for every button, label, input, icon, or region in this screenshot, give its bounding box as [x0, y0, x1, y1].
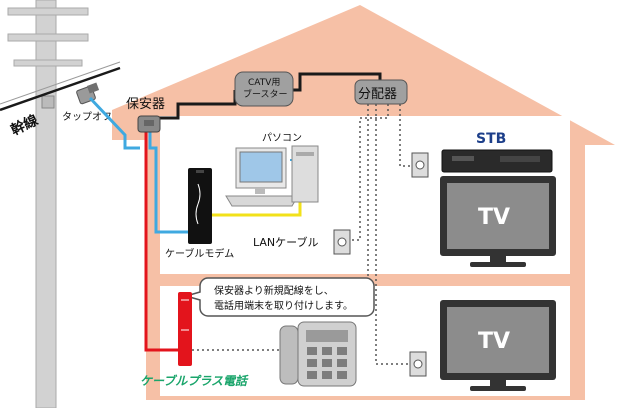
coax-booster-to-splitter	[292, 72, 382, 92]
phone-adapter	[178, 292, 192, 366]
cable-modem	[188, 168, 212, 244]
tv-upper	[440, 176, 556, 267]
callout-line1: 保安器より新規配線をし、	[214, 284, 334, 297]
pc	[225, 145, 319, 207]
pc-label: パソコン	[262, 132, 302, 144]
lan-cable-label: LANケーブル	[253, 235, 318, 249]
tv-lower	[440, 300, 556, 391]
cable-modem-label: ケーブルモデム	[165, 247, 234, 260]
splitter-device	[354, 79, 408, 105]
utility-pole	[7, 0, 89, 408]
wall-outlet-middle	[333, 229, 351, 255]
protector-device	[137, 115, 161, 133]
callout-line2: 電話用端末を取り付けします。	[214, 299, 353, 312]
cable-plus-phone-logo: ケーブルプラス電話	[140, 374, 249, 388]
tv-lower-label: TV	[478, 329, 510, 354]
phone-line-red	[144, 130, 182, 352]
wall-outlet-upper	[411, 152, 429, 178]
catv-booster	[234, 71, 294, 107]
tap-off-device	[76, 82, 100, 105]
booster-label-line1: CATV用	[248, 77, 280, 88]
tv-upper-label: TV	[478, 205, 510, 230]
coax-to-modem-blue	[148, 130, 190, 234]
telephone	[279, 321, 357, 387]
stb-device	[441, 149, 553, 173]
splitter-label: 分配器	[358, 87, 397, 102]
protector-label: 保安器	[126, 97, 165, 112]
tap-off-label: タップオフ	[62, 111, 112, 123]
stb-label: STB	[476, 131, 506, 147]
splitter-dotted-lines	[352, 104, 412, 365]
booster-label-line2: ブースター	[243, 88, 288, 100]
drop-cable-blue	[88, 96, 140, 150]
trunk-line	[0, 61, 121, 112]
wall-outlet-lower	[409, 351, 427, 377]
callout-bubble	[183, 277, 375, 317]
